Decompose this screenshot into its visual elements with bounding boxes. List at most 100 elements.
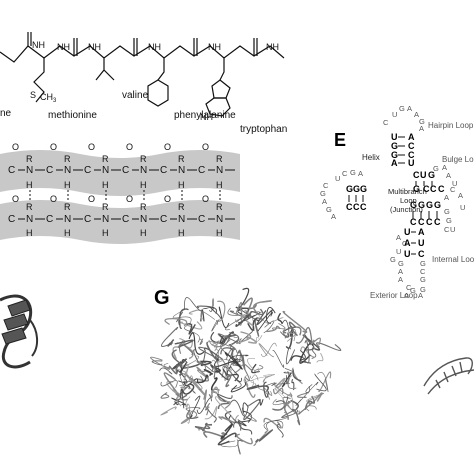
ribosome-strand [264,387,273,396]
nh-label-5: NH [208,42,221,52]
sheet-atom-o: O [50,194,57,204]
rna-base: C [408,141,415,151]
ribosome-strand [204,405,218,420]
ribosome-strand [188,309,203,320]
ribosome-strand [198,346,220,362]
ribosome-strand [219,331,234,344]
rna-base: U [404,227,411,237]
ribosome-strand [291,378,295,391]
sheet-atom-c: C [160,165,167,176]
ribosome-strand [230,336,240,351]
sheet-atom-r: R [102,202,109,212]
ribosome-strand [203,389,210,409]
sheet-atom-c: C [122,214,129,225]
rna-base: U [450,225,455,234]
dna-helix-fragment [423,357,474,395]
rna-base: U [396,247,401,256]
sulfur-label: S [30,90,36,100]
ribosome-strand [206,407,217,423]
ribosome-strand [229,399,249,417]
ribosome-strand [171,397,186,406]
rna-base: A [322,197,327,206]
ribosome-strand [228,331,240,346]
ribosome-strand [292,369,302,382]
rna-base: G [434,200,441,210]
ribosome-strand [174,339,194,348]
ribosome-strand [302,334,321,351]
label-bulge-loop: Bulge Loop [442,155,474,164]
ribosome-strand [257,311,273,332]
rna-base: G [399,104,405,113]
ribosome-strand [299,349,311,364]
ribosome-strand [196,374,209,384]
ch3-label: CH3 [40,92,57,104]
label-internal-loop: Internal Loop [432,255,474,264]
rna-base: G [413,184,420,194]
rna-base: A [418,291,423,300]
rna-base: C [346,202,353,212]
ribosome-strand [160,326,179,348]
sheet-atom-c: C [46,165,53,176]
ribosome-strand [305,384,313,393]
ribosome-strand [199,338,204,345]
ribosome-strand [291,367,303,385]
sheet-atom-n: N [102,214,109,225]
sheet-atom-r: R [178,154,185,164]
nh-label-1: NH [32,40,45,50]
ribosome-strand [258,343,275,358]
ribosome-strand [290,399,299,411]
rna-base: C [418,249,425,259]
rna-base: C [444,225,450,234]
rna-base: G [410,286,416,295]
ribosome-strand [301,340,310,364]
ribosome-strand [283,368,294,374]
rna-base: U [391,132,398,142]
ribosome-strand [184,297,203,312]
rna-base: A [458,191,463,200]
rna-base: C [423,184,430,194]
sheet-atom-c: C [84,214,91,225]
ribosome-strand [242,363,253,382]
ribosome-strand [263,417,282,429]
ribosome-strand [295,381,319,406]
rna-base: C [383,118,389,127]
rna-base: U [335,174,340,183]
rna-base: C [438,184,445,194]
label-methionine: methionine [48,110,97,121]
rna-base: U [418,238,425,248]
rna-base: C [426,217,433,227]
ribosome-strand [252,300,272,313]
ribosome-strand [201,422,213,432]
ribosome-strand [291,408,301,426]
ribosome-strand [305,405,317,412]
sheet-atom-o: O [88,194,95,204]
ribosome-strand [273,377,286,389]
ribosome-strand [237,420,253,435]
ribosome-strand [229,310,248,318]
ribosome-strand [160,392,170,399]
ribosome-strand [237,307,249,315]
rna-base: C [418,217,425,227]
sheet-atom-r: R [178,202,185,212]
rna-base: C [406,283,412,292]
rna-base: C [342,169,348,178]
ribosome-strand [242,402,249,413]
sheet-atom-r: R [140,154,147,164]
sheet-atom-o: O [202,194,209,204]
sheet-atom-n: N [102,165,109,176]
sheet-atom-n: N [26,165,33,176]
sheet-atom-o: O [202,142,209,152]
ribosome-strand [171,349,183,367]
rna-base: A [398,275,403,284]
ribosome-strand [258,399,264,406]
sheet-atom-h: H [26,180,33,190]
ribosome-strand [288,321,298,337]
rna-base: G [419,117,425,126]
sheet-atom-h: H [178,180,185,190]
ribosome-strand [286,371,290,385]
peptide-atom-labels: NH NH NH NH NH NH S CH3 NH [30,40,279,122]
ribosome-strand [237,439,243,455]
ribosome-strand [247,317,258,332]
ribosome-strand [203,347,224,360]
